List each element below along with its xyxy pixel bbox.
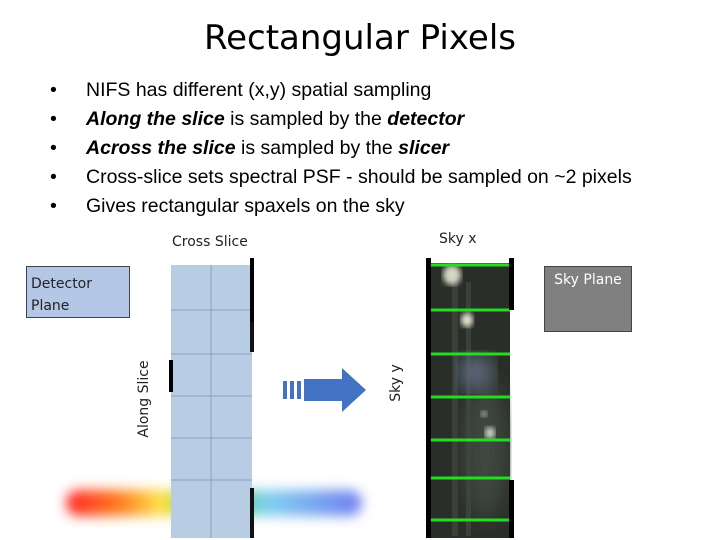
bullet-dot: • bbox=[50, 79, 57, 101]
sky-slit-image bbox=[426, 258, 514, 538]
sky-plane-box: Sky Plane bbox=[544, 266, 632, 332]
bullet-item: • Along the slice is sampled by the detec… bbox=[50, 105, 632, 134]
along-slice-label: Along Slice bbox=[136, 360, 152, 438]
detector-slit bbox=[169, 258, 254, 538]
bullet-item: • Gives rectangular spaxels on the sky bbox=[50, 192, 632, 221]
bullet-segment: NIFS has different (x,y) spatial samplin… bbox=[86, 79, 432, 101]
bullet-dot: • bbox=[50, 137, 57, 159]
slide-title: Rectangular Pixels bbox=[204, 18, 516, 58]
bullet-emphasis: Along the slice bbox=[86, 108, 225, 130]
bullet-dot: • bbox=[50, 108, 57, 130]
detector-plane-label: Detector Plane bbox=[31, 276, 93, 314]
bullet-item: • Across the slice is sampled by the slic… bbox=[50, 134, 632, 163]
cross-slice-label: Cross Slice bbox=[172, 234, 248, 250]
bullet-list: • NIFS has different (x,y) spatial sampli… bbox=[50, 76, 632, 221]
bullet-segment: is sampled by the bbox=[224, 108, 388, 130]
bullet-text: Across the slice is sampled by the slice… bbox=[86, 137, 449, 159]
bullet-text: Gives rectangular spaxels on the sky bbox=[86, 195, 405, 217]
bullet-segment: Cross-slice sets spectral PSF - should b… bbox=[86, 166, 632, 188]
bullet-text: NIFS has different (x,y) spatial samplin… bbox=[86, 79, 431, 101]
bullet-dot: • bbox=[50, 195, 57, 217]
detector-plane-box: Detector Plane bbox=[26, 266, 130, 318]
bullet-emphasis: detector bbox=[387, 108, 465, 130]
bullet-item: • NIFS has different (x,y) spatial sampli… bbox=[50, 76, 632, 105]
sky-plane-label: Sky Plane bbox=[554, 272, 622, 288]
bullet-text: Along the slice is sampled by the detect… bbox=[86, 108, 464, 130]
bullet-segment: Gives rectangular spaxels on the sky bbox=[86, 195, 405, 217]
sky-x-label: Sky x bbox=[439, 231, 477, 247]
bullet-emphasis: Across the slice bbox=[86, 137, 236, 159]
bullet-emphasis: slicer bbox=[398, 137, 450, 159]
bullet-segment: is sampled by the bbox=[235, 137, 399, 159]
bullet-item: • Cross-slice sets spectral PSF - should … bbox=[50, 163, 632, 192]
sky-y-label: Sky y bbox=[388, 364, 404, 402]
bullet-dot: • bbox=[50, 166, 57, 188]
bullet-text: Cross-slice sets spectral PSF - should b… bbox=[86, 166, 632, 188]
right-arrow-icon bbox=[283, 368, 366, 412]
